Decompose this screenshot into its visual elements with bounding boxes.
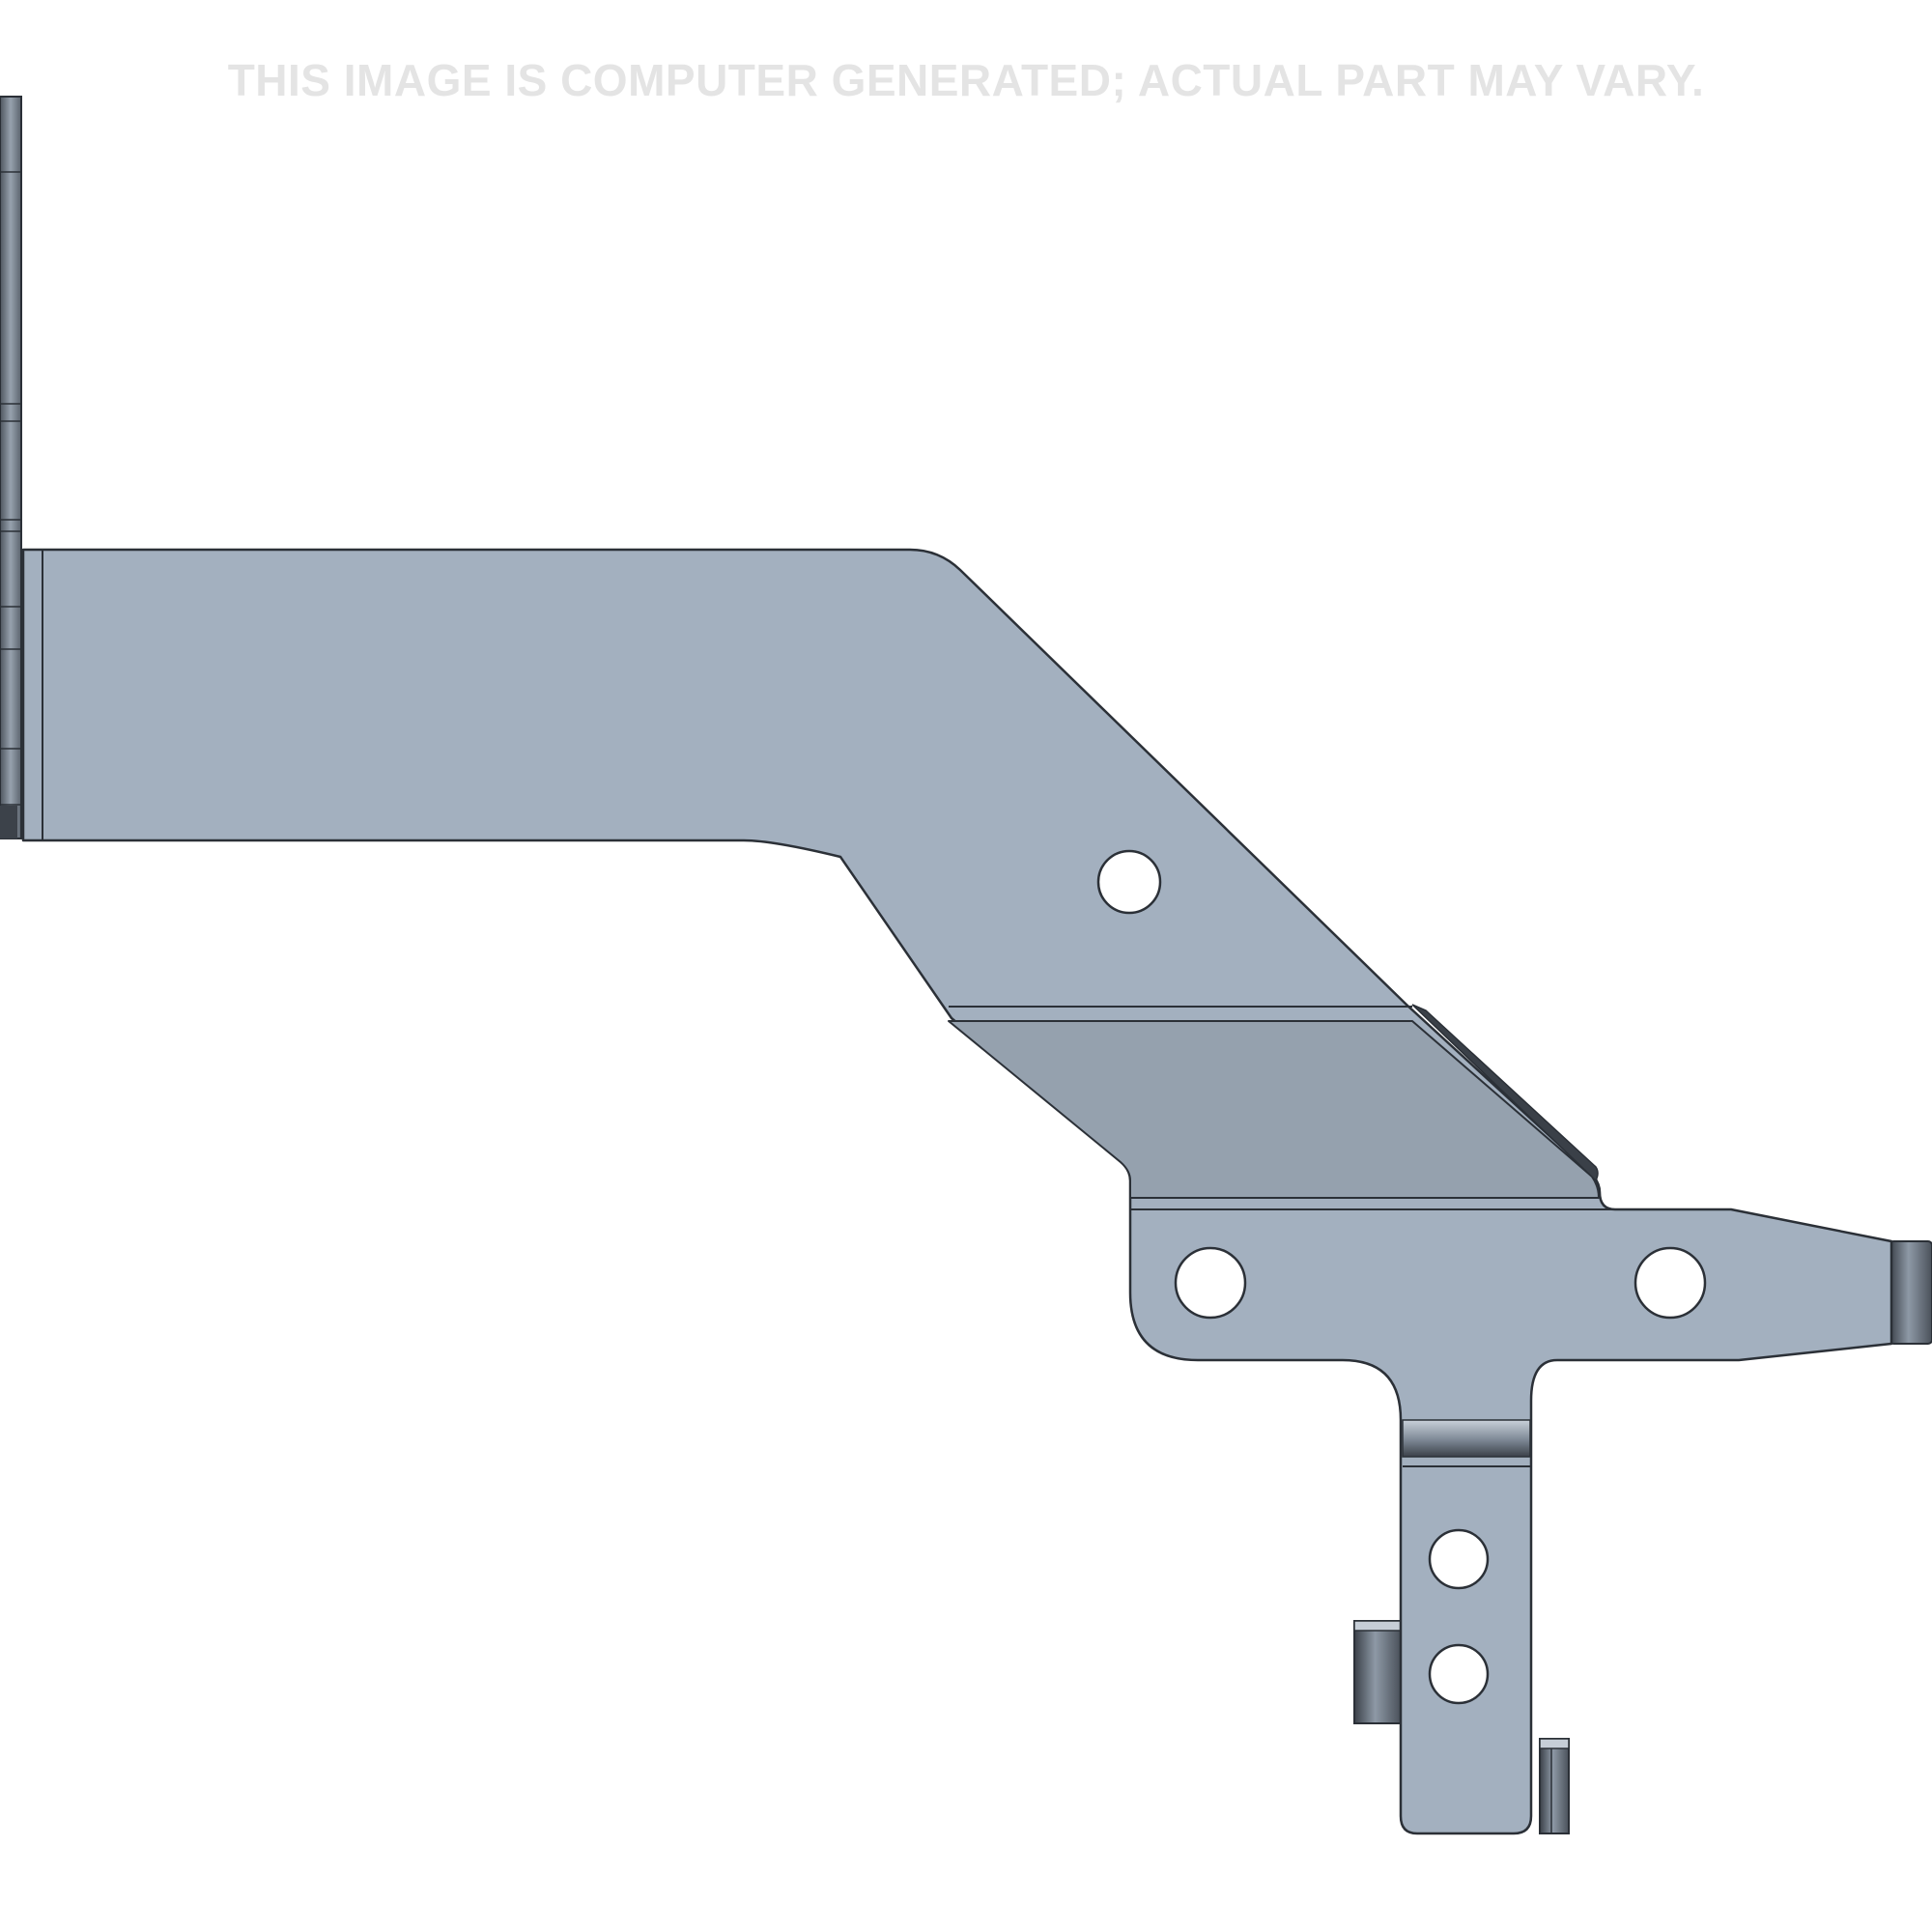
mounting-hole xyxy=(1174,1246,1247,1320)
bend-shadow-band xyxy=(948,1020,1600,1199)
right-end-flange xyxy=(1889,1240,1932,1345)
mounting-hole xyxy=(1428,1528,1490,1590)
disclaimer-text: THIS IMAGE IS COMPUTER GENERATED; ACTUAL… xyxy=(228,55,1705,105)
lower-left-tab xyxy=(1353,1620,1402,1724)
mounting-holes xyxy=(1096,849,1707,1705)
bracket-body xyxy=(21,548,1893,1835)
bend-lines xyxy=(42,551,1615,1210)
bend-edge-bevel xyxy=(1411,1004,1599,1182)
mounting-hole xyxy=(1096,849,1162,915)
lower-right-tab xyxy=(1539,1738,1570,1834)
left-mounting-flange xyxy=(0,96,22,839)
mounting-hole xyxy=(1428,1643,1490,1705)
lower-leg-bend xyxy=(1402,1419,1531,1467)
mounting-hole xyxy=(1634,1246,1707,1320)
